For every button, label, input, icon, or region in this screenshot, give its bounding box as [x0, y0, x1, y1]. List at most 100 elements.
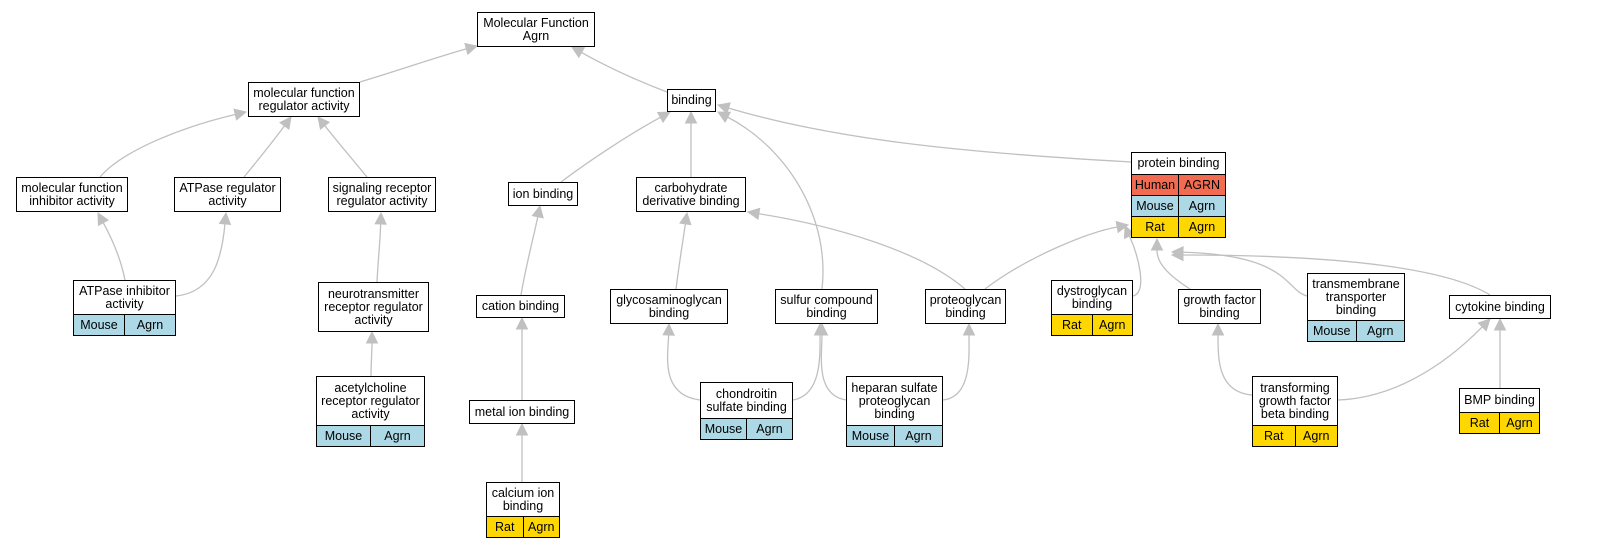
- edge-srra-to-mfra: [317, 116, 368, 178]
- go-term-label: binding: [671, 93, 712, 107]
- go-term-node[interactable]: ion binding: [508, 182, 578, 206]
- arrowhead-icon: [746, 207, 761, 221]
- go-term-node[interactable]: molecular function regulator activity: [248, 82, 360, 117]
- go-term-label: ATPase regulator activity: [179, 180, 276, 208]
- species-cell: Rat: [1145, 220, 1165, 234]
- edge-line: [1337, 326, 1483, 401]
- arrowhead-icon: [679, 211, 692, 226]
- edge-mfia-to-mfra: [99, 108, 248, 178]
- edge-metal-to-cat: [515, 316, 529, 400]
- edge-line: [758, 213, 966, 290]
- edge-line: [581, 51, 668, 93]
- edge-line: [370, 342, 373, 377]
- edge-gag-to-carb: [675, 211, 692, 290]
- edge-line: [243, 125, 285, 178]
- go-term-label: calcium ion binding: [491, 485, 555, 513]
- edge-tgfb-to-gfb: [1211, 322, 1253, 396]
- edge-chon-to-gag: [662, 322, 701, 401]
- edge-atpr-to-mfra: [243, 116, 292, 178]
- edge-line: [1128, 235, 1142, 297]
- arrowhead-icon: [662, 322, 675, 336]
- go-term-node[interactable]: glycosaminoglycan binding: [610, 289, 728, 324]
- edge-line: [560, 116, 661, 183]
- go-term-label: BMP binding: [1464, 393, 1535, 407]
- edge-line: [792, 334, 821, 401]
- go-term-node[interactable]: acetylcholine receptor regulator activit…: [316, 376, 425, 447]
- edge-carb-to-bind: [684, 110, 698, 177]
- edge-hspg-to-pgly: [942, 322, 976, 401]
- go-term-node[interactable]: metal ion binding: [469, 400, 575, 424]
- gene-cell: Agrn: [746, 419, 792, 439]
- go-term-label: acetylcholine receptor regulator activit…: [321, 380, 420, 421]
- go-term-label: signaling receptor regulator activity: [332, 180, 432, 208]
- go-term-node[interactable]: signaling receptor regulator activity: [328, 177, 436, 212]
- species-cell: Rat: [1469, 416, 1490, 430]
- gene-cell: Agrn: [1091, 315, 1133, 335]
- edge-hspg-to-sulf: [815, 322, 847, 401]
- edge-line: [675, 223, 687, 290]
- go-term-node[interactable]: cation binding: [476, 295, 565, 318]
- edge-line: [728, 107, 1132, 163]
- arrowhead-icon: [531, 204, 544, 219]
- go-term-node[interactable]: binding: [667, 89, 716, 112]
- edge-line: [359, 48, 467, 83]
- arrowhead-icon: [279, 116, 292, 130]
- gene-cell: Agrn: [1178, 196, 1225, 216]
- arrowhead-icon: [317, 116, 331, 130]
- go-term-node[interactable]: molecular function inhibitor activity: [16, 177, 128, 212]
- go-term-node[interactable]: Molecular Function Agrn: [477, 12, 595, 47]
- go-term-label: transmembrane transporter binding: [1312, 276, 1400, 317]
- go-term-node[interactable]: growth factor binding: [1178, 289, 1261, 324]
- species-cell: Mouse: [80, 318, 118, 332]
- go-term-node[interactable]: neurotransmitter receptor regulator acti…: [318, 282, 429, 332]
- edge-ion-to-bind: [560, 111, 671, 183]
- go-term-label: proteoglycan binding: [929, 292, 1002, 320]
- go-term-node[interactable]: ATPase regulator activity: [174, 177, 281, 212]
- edge-line: [175, 223, 226, 297]
- go-term-label: sulfur compound binding: [780, 292, 873, 320]
- edge-line: [1217, 334, 1253, 396]
- go-term-node[interactable]: proteoglycan binding: [925, 289, 1006, 324]
- arrowhead-icon: [684, 110, 698, 124]
- edge-calc-to-metal: [515, 422, 529, 482]
- edge-pgly-to-prot: [984, 220, 1130, 290]
- edge-dgly-to-prot: [1123, 224, 1142, 297]
- go-term-node[interactable]: cytokine binding: [1449, 295, 1551, 319]
- edge-line: [520, 216, 539, 296]
- go-term-label: Molecular Function Agrn: [483, 15, 589, 43]
- go-term-label: dystroglycan binding: [1056, 283, 1128, 311]
- gene-cell: Agrn: [1355, 321, 1405, 341]
- arrowhead-icon: [1123, 224, 1136, 240]
- arrowhead-icon: [962, 322, 976, 336]
- edge-mfra-to-root: [359, 42, 479, 83]
- species-cell: Mouse: [851, 429, 890, 443]
- arrowhead-icon: [656, 111, 671, 124]
- go-term-label: metal ion binding: [474, 404, 570, 419]
- go-term-node[interactable]: carbohydrate derivative binding: [636, 177, 746, 212]
- go-term-node[interactable]: sulfur compound binding: [775, 289, 878, 324]
- edge-line: [376, 223, 382, 283]
- edge-atpi-to-mfia: [97, 212, 126, 281]
- go-term-label: molecular function regulator activity: [253, 85, 355, 113]
- edge-cyto-to-prot: [1170, 248, 1491, 296]
- arrowhead-icon: [515, 422, 529, 436]
- arrowhead-icon: [1211, 322, 1225, 336]
- go-term-label: cytokine binding: [1455, 299, 1545, 314]
- arrowhead-icon: [97, 212, 110, 227]
- arrowhead-icon: [233, 108, 248, 121]
